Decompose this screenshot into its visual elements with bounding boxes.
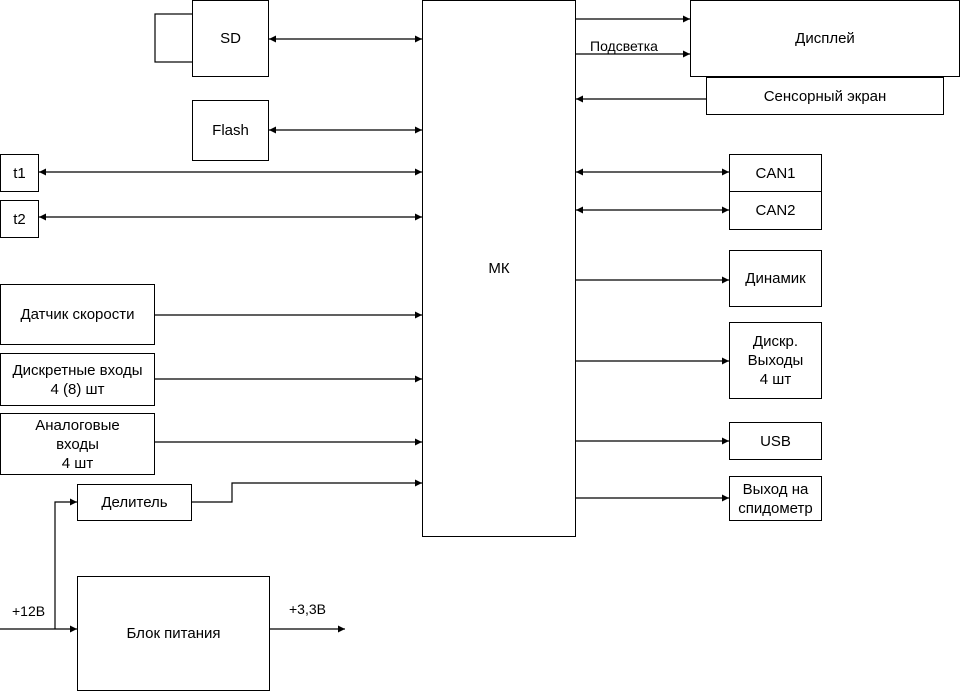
plus12v-label: +12В	[12, 603, 46, 619]
divider-mcu-connector	[192, 479, 422, 503]
analog-inputs-block: Аналоговые входы 4 шт	[0, 413, 155, 475]
backlight-label: Подсветка	[590, 38, 658, 54]
speedometer-out-block: Выход на спидометр	[729, 476, 822, 521]
t2-block: t2	[0, 200, 39, 238]
plus33v-label: +3,3В	[289, 601, 326, 617]
sd-card-tab	[154, 13, 194, 63]
can1-block: CAN1	[729, 154, 822, 192]
sd-block: SD	[192, 0, 269, 77]
power-unit-block: Блок питания	[77, 576, 270, 691]
flash-block: Flash	[192, 100, 269, 161]
usb-block: USB	[729, 422, 822, 460]
plus12v-divider-connector	[54, 498, 77, 629]
mcu-block: МК	[422, 0, 576, 537]
speed-sensor-block: Датчик скорости	[0, 284, 155, 345]
touchscreen-block: Сенсорный экран	[706, 77, 944, 115]
speaker-block: Динамик	[729, 250, 822, 307]
discrete-inputs-block: Дискретные входы 4 (8) шт	[0, 353, 155, 406]
display-block: Дисплей	[690, 0, 960, 77]
divider-block: Делитель	[77, 484, 192, 521]
t1-block: t1	[0, 154, 39, 192]
discrete-outputs-block: Дискр. Выходы 4 шт	[729, 322, 822, 399]
can2-block: CAN2	[729, 191, 822, 230]
